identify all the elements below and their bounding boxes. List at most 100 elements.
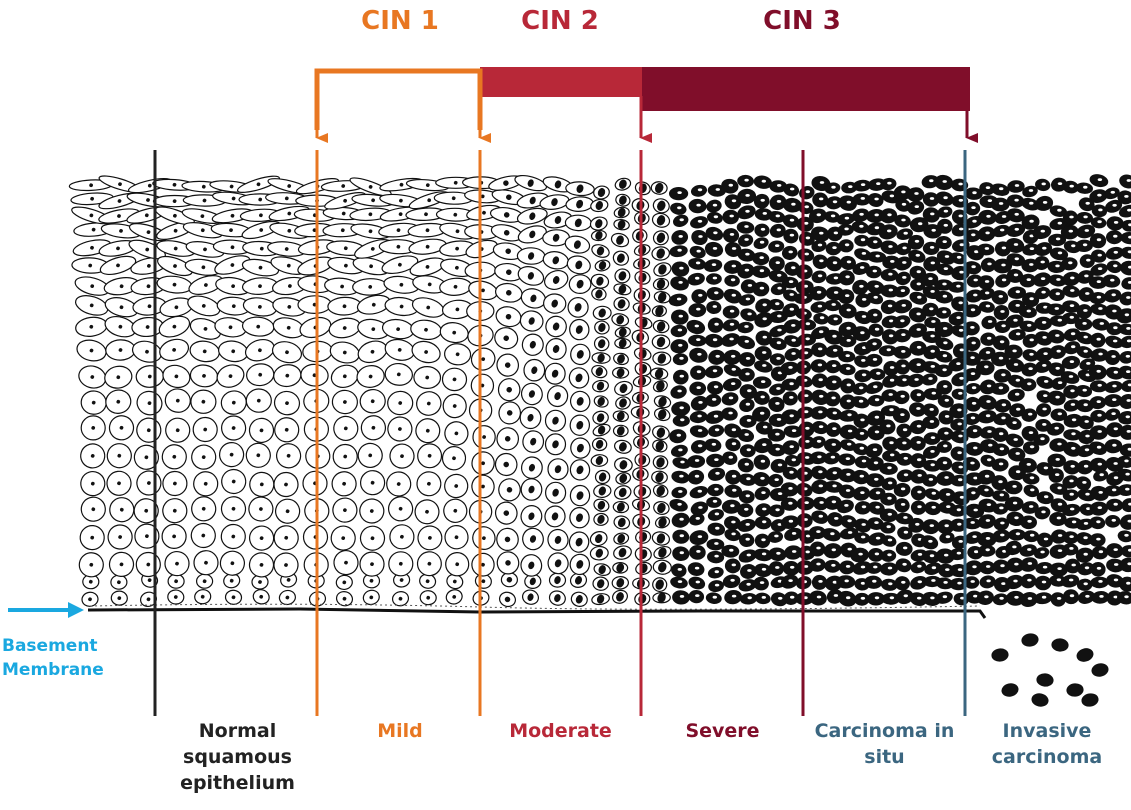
cell-nucleus-highlight xyxy=(972,386,976,389)
cell-nucleus-highlight xyxy=(874,198,878,201)
cell-nucleus-highlight xyxy=(1069,579,1073,582)
invasive-cell xyxy=(1001,682,1019,697)
cell-nucleus-highlight xyxy=(986,215,990,218)
cell-nucleus-highlight xyxy=(712,443,716,446)
cell-nucleus-highlight xyxy=(916,254,920,257)
cell-nucleus-highlight xyxy=(848,430,852,433)
cell-nucleus-highlight xyxy=(819,198,823,201)
cell-nucleus-highlight xyxy=(1098,254,1102,257)
cell-nucleus-highlight xyxy=(819,515,823,518)
cell-nucleus-highlight xyxy=(713,369,717,372)
cell-nucleus-highlight xyxy=(745,253,749,256)
cell-nucleus-highlight xyxy=(816,547,820,550)
cell-nucleus-highlight xyxy=(1016,379,1020,382)
cell-nucleus-highlight xyxy=(860,419,864,422)
cell-nucleus-highlight xyxy=(696,308,700,311)
cell-nucleus-highlight xyxy=(1114,548,1118,551)
cell-nucleus-highlight xyxy=(890,379,894,382)
cell-nucleus-highlight xyxy=(746,477,750,480)
cell-nucleus-highlight xyxy=(987,263,991,266)
cell-nucleus-highlight xyxy=(1041,230,1045,233)
cell-nucleus-highlight xyxy=(859,225,863,228)
cell-nucleus-highlight xyxy=(999,187,1003,190)
cell-nucleus-highlight xyxy=(872,580,876,583)
cell-nucleus-highlight xyxy=(1097,280,1101,283)
cell-nucleus-highlight xyxy=(1126,370,1130,373)
cell-nucleus-highlight xyxy=(1097,414,1101,417)
cell-nucleus-highlight xyxy=(777,341,781,344)
cell-nucleus-highlight xyxy=(846,327,850,330)
cell-nucleus-highlight xyxy=(985,280,989,283)
cell-nucleus-highlight xyxy=(847,309,851,312)
cell-nucleus-highlight xyxy=(943,354,947,357)
cell-nucleus-highlight xyxy=(861,536,865,539)
cell-nucleus-highlight xyxy=(1071,345,1075,348)
cell-nucleus-highlight xyxy=(1030,247,1034,250)
cell-nucleus-highlight xyxy=(872,342,876,345)
cell-nucleus-highlight xyxy=(1084,522,1088,525)
cin1-bracket xyxy=(317,71,480,130)
cell-nucleus-highlight xyxy=(887,497,891,500)
cell-nucleus-highlight xyxy=(744,179,748,182)
cell-nucleus-highlight xyxy=(831,186,835,189)
cell-nucleus-highlight xyxy=(791,203,795,206)
cell-nucleus-highlight xyxy=(776,215,780,218)
cell-nucleus-highlight xyxy=(987,385,991,388)
cell-nucleus-highlight xyxy=(1057,209,1061,212)
cell-nucleus-highlight xyxy=(1097,446,1101,449)
cell-nucleus-highlight xyxy=(1001,264,1005,267)
cell-nucleus-highlight xyxy=(776,387,780,390)
cell-nucleus-highlight xyxy=(956,316,960,319)
cell-nucleus-highlight xyxy=(1027,548,1031,551)
cell-nucleus-highlight xyxy=(746,403,750,406)
cell-nucleus-highlight xyxy=(832,303,836,306)
cell-nucleus-highlight xyxy=(1114,563,1118,566)
cell-nucleus-highlight xyxy=(1057,567,1061,570)
cell-nucleus-highlight xyxy=(958,392,962,395)
cell-nucleus-highlight xyxy=(790,219,794,222)
cell-nucleus-highlight xyxy=(1043,352,1047,355)
cell-nucleus-highlight xyxy=(789,382,793,385)
cell-nucleus-highlight xyxy=(1125,488,1129,491)
cell-nucleus-highlight xyxy=(1097,567,1101,570)
cell-nucleus-highlight xyxy=(1014,438,1018,441)
cell-nucleus-highlight xyxy=(1058,549,1062,552)
cell-nucleus-highlight xyxy=(862,523,866,526)
cell-nucleus-highlight xyxy=(958,183,962,186)
cell-nucleus-highlight xyxy=(918,474,922,477)
cell-nucleus-highlight xyxy=(777,315,781,318)
cell-nucleus-highlight xyxy=(1016,532,1020,535)
cell-nucleus-highlight xyxy=(1058,534,1062,537)
cell-nucleus-highlight xyxy=(1012,485,1016,488)
cell-nucleus-highlight xyxy=(957,409,961,412)
cell-nucleus-highlight xyxy=(818,411,822,414)
cell-nucleus-highlight xyxy=(957,552,961,555)
cell-nucleus-highlight xyxy=(1027,579,1031,582)
cell-nucleus-highlight xyxy=(1125,473,1129,476)
cell-nucleus-highlight xyxy=(846,457,850,460)
cell-nucleus-highlight xyxy=(747,448,751,451)
cell-nucleus-highlight xyxy=(806,551,810,554)
cell-nucleus-highlight xyxy=(959,228,963,231)
cell-nucleus-highlight xyxy=(858,553,862,556)
cell-nucleus-highlight xyxy=(915,240,919,243)
cell-nucleus-highlight xyxy=(1042,247,1046,250)
cell-nucleus-highlight xyxy=(679,315,683,318)
cell-nucleus-highlight xyxy=(790,445,794,448)
cell-nucleus-highlight xyxy=(1000,564,1004,567)
cell-nucleus-highlight xyxy=(946,505,950,508)
cell-nucleus-highlight xyxy=(776,552,780,555)
cell-nucleus-highlight xyxy=(917,328,921,331)
cell-nucleus-highlight xyxy=(1029,297,1033,300)
cell-nucleus-highlight xyxy=(930,197,934,200)
cell-nucleus-highlight xyxy=(875,214,879,217)
cell-nucleus-highlight xyxy=(696,550,700,553)
cell-nucleus-highlight xyxy=(1029,353,1033,356)
cell-nucleus-highlight xyxy=(1098,178,1102,181)
cell-nucleus-highlight xyxy=(732,368,736,371)
cell-nucleus-highlight xyxy=(901,581,905,584)
cell-nucleus-highlight xyxy=(730,310,734,313)
cell-nucleus-highlight xyxy=(931,463,935,466)
epithelium-cells xyxy=(69,173,1131,708)
cell-nucleus-highlight xyxy=(902,203,906,206)
